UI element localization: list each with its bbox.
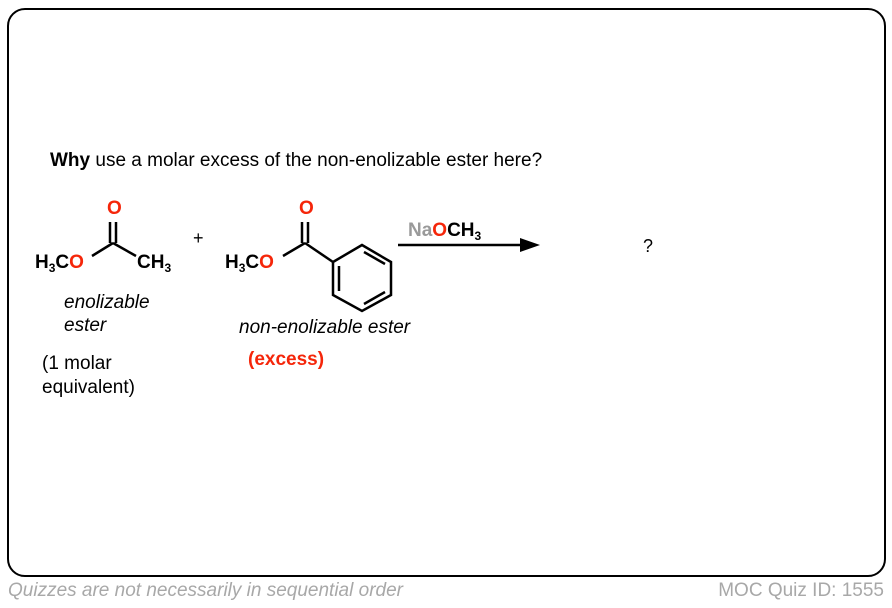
carbonyl-oxygen-2: O [299, 198, 314, 219]
amount-line1: (1 molar [42, 353, 112, 374]
subscript: 3 [48, 261, 56, 275]
ester-oxygen-1: O [69, 252, 84, 273]
sodium-label: Na [408, 220, 433, 241]
ch-label: CH [447, 220, 475, 241]
plus-sign: + [193, 228, 204, 248]
methyl-acetate-bonds [91, 222, 137, 258]
amount-line2: equivalent) [42, 377, 135, 398]
carbonyl-oxygen-1: O [107, 198, 122, 219]
excess-label: (excess) [248, 349, 325, 370]
reagent-label: NaOCH3 [408, 220, 481, 243]
subscript: 3 [164, 261, 172, 275]
ester-label: ester [64, 315, 107, 336]
subscript: 3 [474, 229, 482, 243]
question-bold: Why [50, 150, 91, 171]
footer-note: Quizzes are not necessarily in sequentia… [8, 580, 403, 601]
quiz-card [7, 8, 886, 577]
question-rest: use a molar excess of the non-enolizable… [90, 150, 543, 171]
methyl-group: CH3 [137, 252, 171, 275]
h-label: H [225, 252, 239, 273]
ester-oxygen-2: O [259, 252, 274, 273]
enolizable-label: enolizable [64, 292, 150, 313]
c-label: C [55, 252, 70, 273]
quiz-id: MOC Quiz ID: 1555 [718, 580, 884, 601]
question-text: Why use a molar excess of the non-enoliz… [50, 150, 542, 172]
methoxy-group-2: H3CO [225, 252, 274, 275]
non-enolizable-label: non-enolizable ester [239, 317, 411, 338]
oxygen-label: O [432, 220, 448, 241]
product-placeholder: ? [643, 236, 654, 256]
ch-label: CH [137, 252, 165, 273]
c-label: C [245, 252, 260, 273]
subscript: 3 [238, 261, 246, 275]
reaction-arrow [398, 238, 540, 252]
methoxy-group-1: H3CO [35, 252, 84, 275]
methyl-benzoate-bonds [282, 222, 393, 313]
h-label: H [35, 252, 49, 273]
